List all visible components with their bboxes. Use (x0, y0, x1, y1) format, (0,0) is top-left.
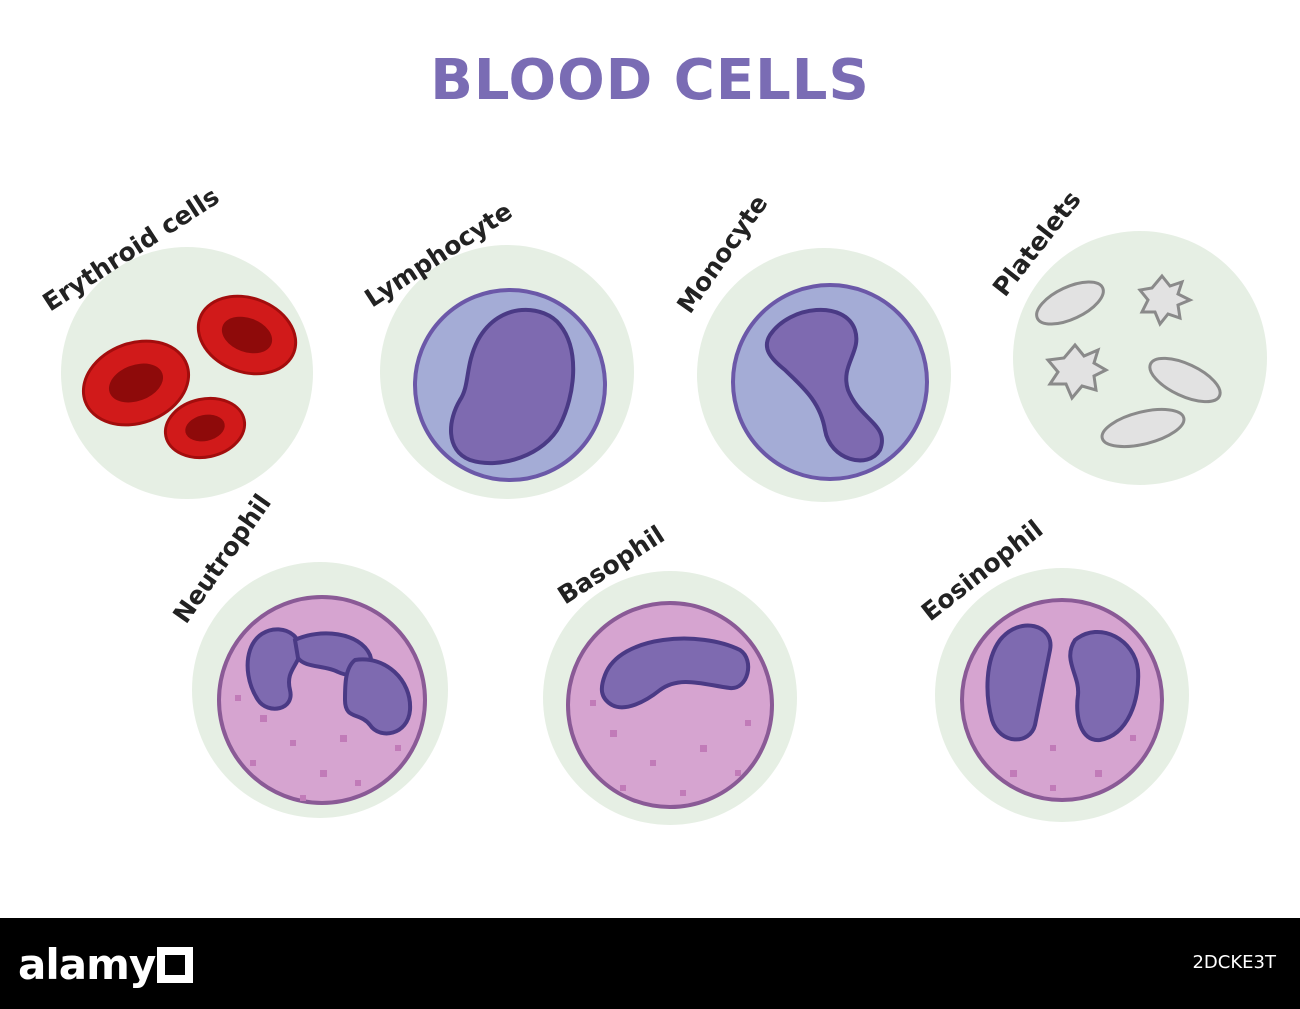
platelet (1100, 407, 1186, 449)
brand-square-icon (157, 947, 194, 983)
basophil-cytoplasm (566, 601, 774, 809)
neutrophil-group: Neutrophil (167, 489, 448, 818)
neutrophil-nucleus-lobe (245, 627, 303, 711)
platelet (1148, 356, 1222, 404)
red-blood-cell (163, 396, 247, 460)
basophil-group: Basophil (543, 520, 797, 825)
brand-name: alamy (18, 940, 156, 989)
monocyte-nucleus (764, 308, 884, 463)
platelet (1045, 342, 1110, 401)
neutrophil-nucleus-lobe (342, 657, 413, 736)
basophil-nucleus (599, 636, 751, 710)
eosinophil-group: Eosinophil (916, 514, 1189, 822)
diagram-canvas: BLOOD CELLS Erythroid cel (37, 48, 1267, 825)
platelets-group: Platelets (987, 185, 1267, 485)
image-id: 2DCKE3T (1192, 952, 1276, 973)
eosinophil-nucleus-lobe (1068, 629, 1141, 743)
red-blood-cell (81, 339, 191, 427)
brand-logo: alamy (18, 940, 194, 989)
basophil-granules (590, 700, 751, 796)
platelet (1137, 273, 1194, 327)
platelets-halo (1013, 231, 1267, 485)
platelet (1035, 280, 1105, 326)
monocyte-group: Monocyte (671, 190, 951, 502)
diagram-title: BLOOD CELLS (430, 48, 870, 113)
erythroid-cell-group: Erythroid cells (37, 182, 313, 499)
lymphocyte-group: Lymphocyte (359, 196, 634, 499)
lymphocyte-nucleus (449, 307, 576, 466)
red-blood-cell (196, 294, 298, 376)
cells-illustration: Erythroid cells Lymphocyte Monocyte Plat… (37, 182, 1267, 825)
eosinophil-nucleus-lobe (985, 623, 1053, 742)
watermark-footer (0, 918, 1300, 1009)
